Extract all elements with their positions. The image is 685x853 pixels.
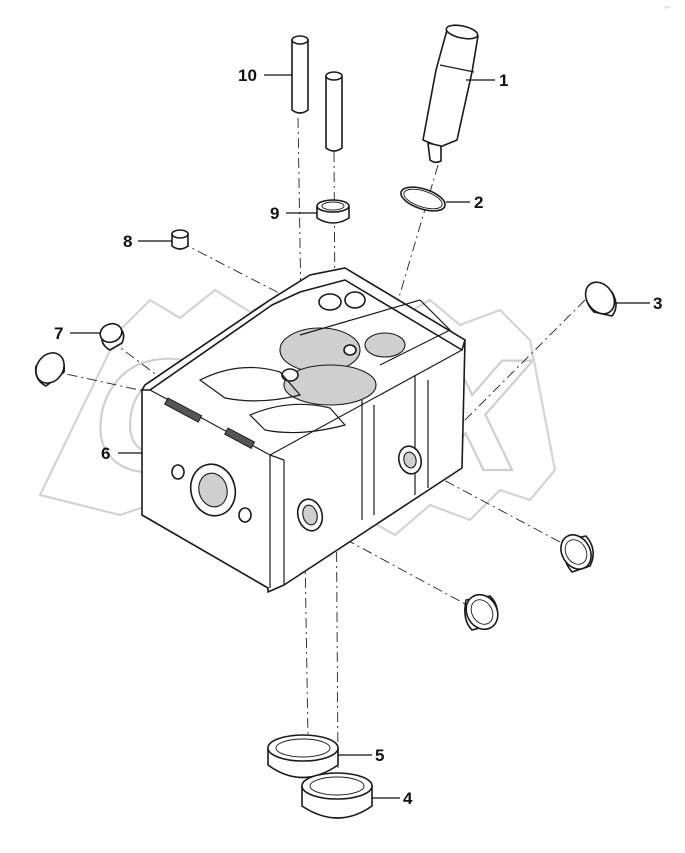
part-6-cylinder-head <box>141 267 466 593</box>
callout-3: 3 <box>653 294 662 313</box>
part-10-tubes <box>291 35 343 152</box>
part-1-injector-sleeve <box>422 24 479 164</box>
callout-6: 6 <box>101 444 110 463</box>
callout-8: 8 <box>123 232 132 251</box>
part-2-o-ring <box>400 186 446 212</box>
callout-10: 10 <box>238 66 257 85</box>
callout-5: 5 <box>375 746 384 765</box>
part-9-ring <box>316 199 350 224</box>
part-4-seat-ring <box>301 772 373 819</box>
callout-7: 7 <box>54 324 63 343</box>
callout-labels: 1 2 3 4 5 6 7 8 9 10 <box>54 66 662 808</box>
callout-9: 9 <box>270 204 279 223</box>
part-7-plugs <box>34 322 125 387</box>
part-5-seat-ring <box>267 734 339 779</box>
callout-2: 2 <box>474 193 483 212</box>
leader-lines <box>70 74 650 799</box>
callout-1: 1 <box>499 71 508 90</box>
callout-4: 4 <box>403 789 413 808</box>
part-3-plug <box>584 281 617 317</box>
part-8-plug <box>171 229 189 250</box>
corner-mark: ⌐ <box>664 3 671 12</box>
side-rings <box>464 534 594 631</box>
